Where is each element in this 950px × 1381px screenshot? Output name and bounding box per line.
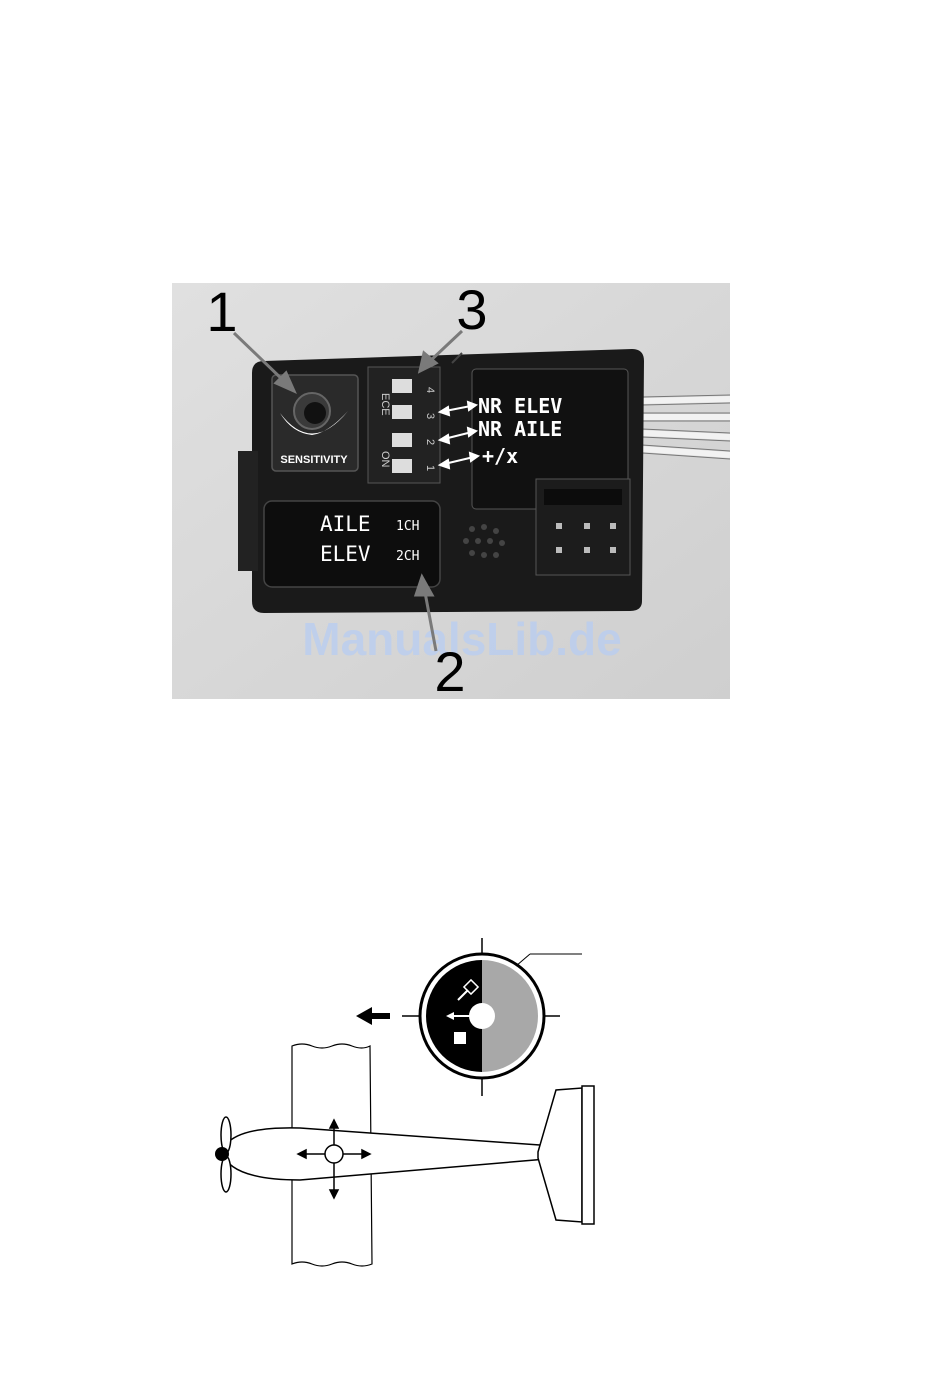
dip-switch-4[interactable] (392, 379, 412, 393)
switch-label-mode: +/x (482, 444, 518, 468)
servo-connector (536, 479, 630, 575)
fuselage (222, 1128, 582, 1180)
callout-1: 1 (206, 283, 237, 343)
dip-number: 1 (424, 465, 436, 471)
dip-header-top: ECE (379, 393, 391, 416)
dip-number: 4 (424, 387, 436, 393)
callout-2: 2 (434, 640, 465, 699)
forward-direction-arrow (356, 1007, 390, 1025)
channel-number-2: 2CH (396, 549, 419, 564)
switch-label-nr-aile: NR AILE (478, 417, 562, 441)
dip-switch-3[interactable] (392, 405, 412, 419)
sensitivity-label: SENSITIVITY (280, 454, 348, 466)
dip-number: 2 (424, 439, 436, 445)
gyro-photo: SENSITIVITY ECE ON 4 3 2 1 NR ELEV NR AI… (172, 283, 730, 699)
channel-name-elev: ELEV (320, 542, 371, 566)
dip-switch-2[interactable] (392, 433, 412, 447)
channel-label-panel: AILE 1CH ELEV 2CH (264, 501, 440, 587)
dip-header-bottom: ON (379, 451, 391, 468)
sensitivity-knob[interactable]: SENSITIVITY (272, 375, 358, 471)
propeller-icon (215, 1117, 231, 1192)
channel-name-aile: AILE (320, 512, 371, 536)
dip-switch-1[interactable] (392, 459, 412, 473)
channel-number-1: 1CH (396, 519, 419, 534)
gyro-top-view (402, 938, 582, 1096)
dip-switch-block: ECE ON 4 3 2 1 (368, 367, 440, 483)
airplane-mounting-diagram (180, 930, 640, 1280)
switch-label-nr-elev: NR ELEV (478, 394, 562, 418)
dip-number: 3 (424, 413, 436, 419)
tail (538, 1086, 594, 1224)
callout-3: 3 (456, 283, 487, 341)
